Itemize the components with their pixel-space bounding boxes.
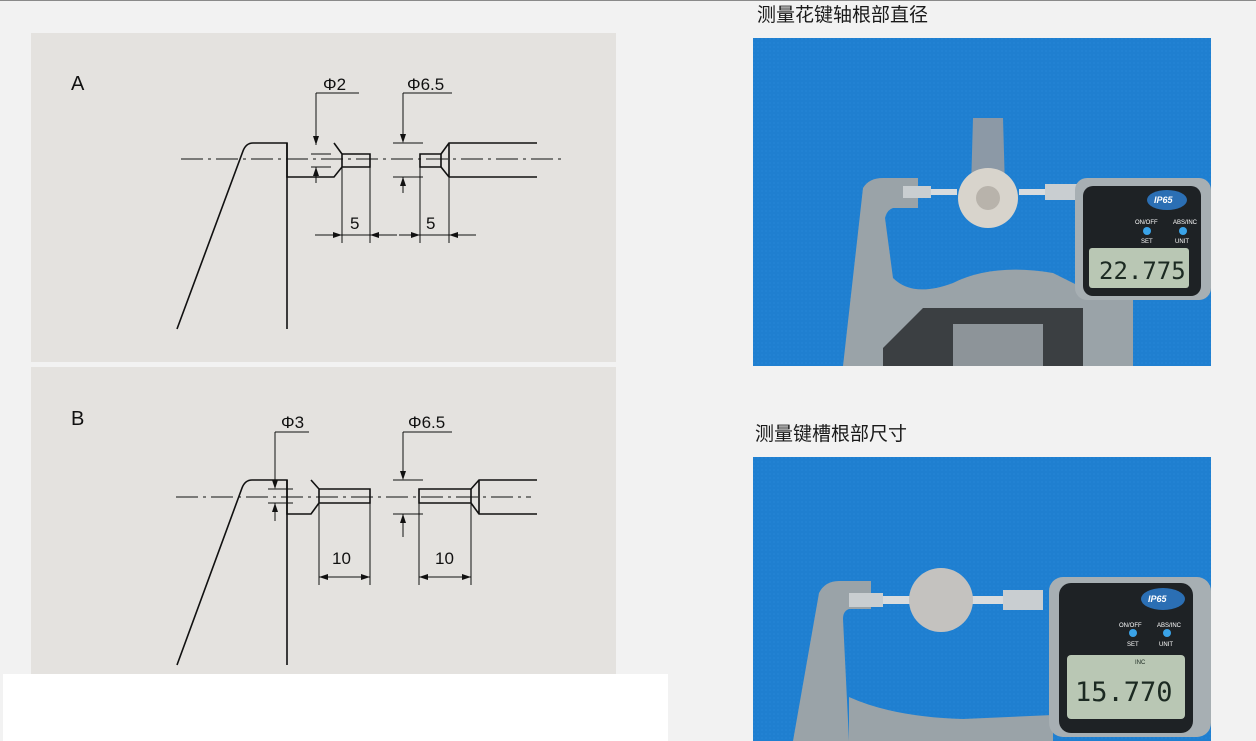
spindle-body-b <box>286 479 320 515</box>
inc-indicator: INC <box>1135 660 1146 666</box>
drawing-a: Φ2 Φ6.5 5 5 <box>176 75 561 330</box>
anvil-body <box>440 142 537 178</box>
onoff-label: ON/OFF <box>1135 220 1158 226</box>
spindle-tip <box>342 153 371 168</box>
phi3-label: Φ3 <box>281 413 304 432</box>
dim-10-left <box>318 503 371 585</box>
drawing-panel-a: A <box>31 33 616 362</box>
anvil-tip-b <box>418 488 472 504</box>
blank-area <box>3 674 668 741</box>
top-rule <box>0 0 1256 1</box>
dim-5-left-label: 5 <box>350 214 359 233</box>
anvil-2 <box>849 593 883 607</box>
anvil-body-b <box>470 479 537 515</box>
spindle-body <box>286 142 343 178</box>
dim-5-right-label: 5 <box>426 214 435 233</box>
onoff-button-2 <box>1129 629 1137 637</box>
photo-spline-measurement: IP65 ON/OFF ABS/INC SET UNIT 22.775 <box>753 38 1211 366</box>
dim-10-left-label: 10 <box>332 549 351 568</box>
phi65-label-a: Φ6.5 <box>407 75 444 94</box>
panel-b-letter: B <box>71 408 85 430</box>
absinc-button <box>1179 227 1187 235</box>
phi2-leader <box>315 92 359 145</box>
dim-10-right-label: 10 <box>435 549 454 568</box>
spindle-2 <box>1003 590 1043 610</box>
anvil <box>903 186 931 198</box>
micrometer-frame-2 <box>793 581 871 741</box>
micrometer-photo-1: IP65 ON/OFF ABS/INC SET UNIT 22.775 <box>753 38 1211 366</box>
absinc-label: ABS/INC <box>1173 220 1198 226</box>
phi2-label: Φ2 <box>323 75 346 94</box>
ip65-badge: IP65 <box>1154 195 1174 205</box>
frame-outline <box>176 142 288 330</box>
lcd-reading-2: 15.770 <box>1075 677 1173 708</box>
phi3-leader <box>274 431 309 481</box>
spindle <box>1045 184 1081 200</box>
keyway-disc <box>909 568 973 632</box>
anvil-tip <box>419 153 442 168</box>
frame-outline-b <box>176 479 288 666</box>
panel-a-letter: A <box>71 73 85 95</box>
dim-5-right <box>399 167 476 243</box>
lcd-screen-2 <box>1067 655 1185 719</box>
lcd-reading: 22.775 <box>1099 257 1186 285</box>
phi65-leader-a <box>402 92 452 137</box>
dim-5-left <box>315 167 397 243</box>
unit-label-2: UNIT <box>1159 642 1173 648</box>
micrometer-photo-2: IP65 ON/OFF ABS/INC SET UNIT INC 15.770 <box>753 457 1211 741</box>
caption-spline-root: 测量花键轴根部直径 <box>757 4 929 26</box>
absinc-label-2: ABS/INC <box>1157 623 1182 629</box>
unit-label: UNIT <box>1175 239 1189 245</box>
dim-10-right <box>418 503 472 585</box>
lcd-screen <box>1089 248 1189 288</box>
set-label-2: SET <box>1127 642 1139 648</box>
photo-keyway-measurement: IP65 ON/OFF ABS/INC SET UNIT INC 15.770 <box>753 457 1211 741</box>
drawing-b: Φ3 Φ6.5 10 10 <box>176 413 537 666</box>
spindle-tip-b <box>319 488 371 504</box>
absinc-button-2 <box>1163 629 1171 637</box>
phi65-leader-b <box>402 431 452 474</box>
drawing-panel-b: B Φ3 Φ6.5 10 <box>31 367 616 675</box>
onoff-label-2: ON/OFF <box>1119 623 1142 629</box>
phi65-label-b: Φ6.5 <box>408 413 445 432</box>
caption-keyway-root: 测量键槽根部尺寸 <box>755 423 908 445</box>
ip65-badge-2: IP65 <box>1148 594 1168 604</box>
set-label: SET <box>1141 239 1153 245</box>
onoff-button <box>1143 227 1151 235</box>
